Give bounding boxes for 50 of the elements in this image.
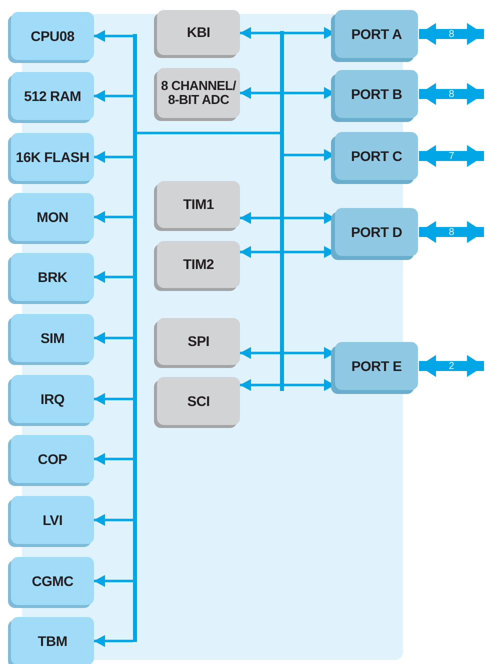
arrow [240,246,280,258]
double-arrow [419,221,484,243]
arrow [94,271,133,283]
arrow [94,151,133,163]
arrow [94,575,133,587]
module-block: TBM [11,617,94,664]
module-block: MON [11,193,94,241]
double-arrow [419,23,484,45]
arrow [240,27,280,39]
port-block: PORT D [335,208,418,256]
port-block: PORT C [335,132,418,180]
arrow [240,379,280,391]
peripheral-block: SPI [157,318,240,365]
arrow [94,453,133,465]
arrow [94,393,133,405]
arrow [240,87,280,99]
peripheral-block: TIM1 [157,181,240,228]
arrow [94,90,133,102]
peripheral-block: KBI [157,10,240,55]
bit-count-label: 8 [448,90,454,100]
arrow [94,211,133,223]
port-block: PORT A [335,10,418,58]
bit-count-label: 8 [448,30,454,40]
module-block: CGMC [11,557,94,605]
double-arrow [419,145,484,167]
arrow [240,347,280,359]
module-block: SIM [11,314,94,362]
arrow [94,635,133,647]
module-block: COP [11,435,94,483]
module-block: CPU08 [11,12,94,60]
port-block: PORT B [335,70,418,118]
module-block: BRK [11,253,94,301]
module-block: 16K FLASH [11,133,94,181]
port-block: PORT E [335,342,418,390]
double-arrow [419,355,484,377]
arrow [94,332,133,344]
peripheral-block: 8 CHANNEL/ 8-BIT ADC [157,68,240,118]
module-block: LVI [11,496,94,544]
peripheral-block: TIM2 [157,241,240,288]
bus-line [137,132,280,134]
double-arrow [419,83,484,105]
module-block: 512 RAM [11,72,94,120]
bit-count-label: 8 [448,228,454,238]
arrow [240,212,280,224]
arrow [94,514,133,526]
bit-count-label: 7 [448,152,454,162]
peripheral-block: SCI [157,377,240,425]
arrow [94,30,133,42]
module-block: IRQ [11,375,94,423]
bit-count-label: 2 [448,362,454,372]
